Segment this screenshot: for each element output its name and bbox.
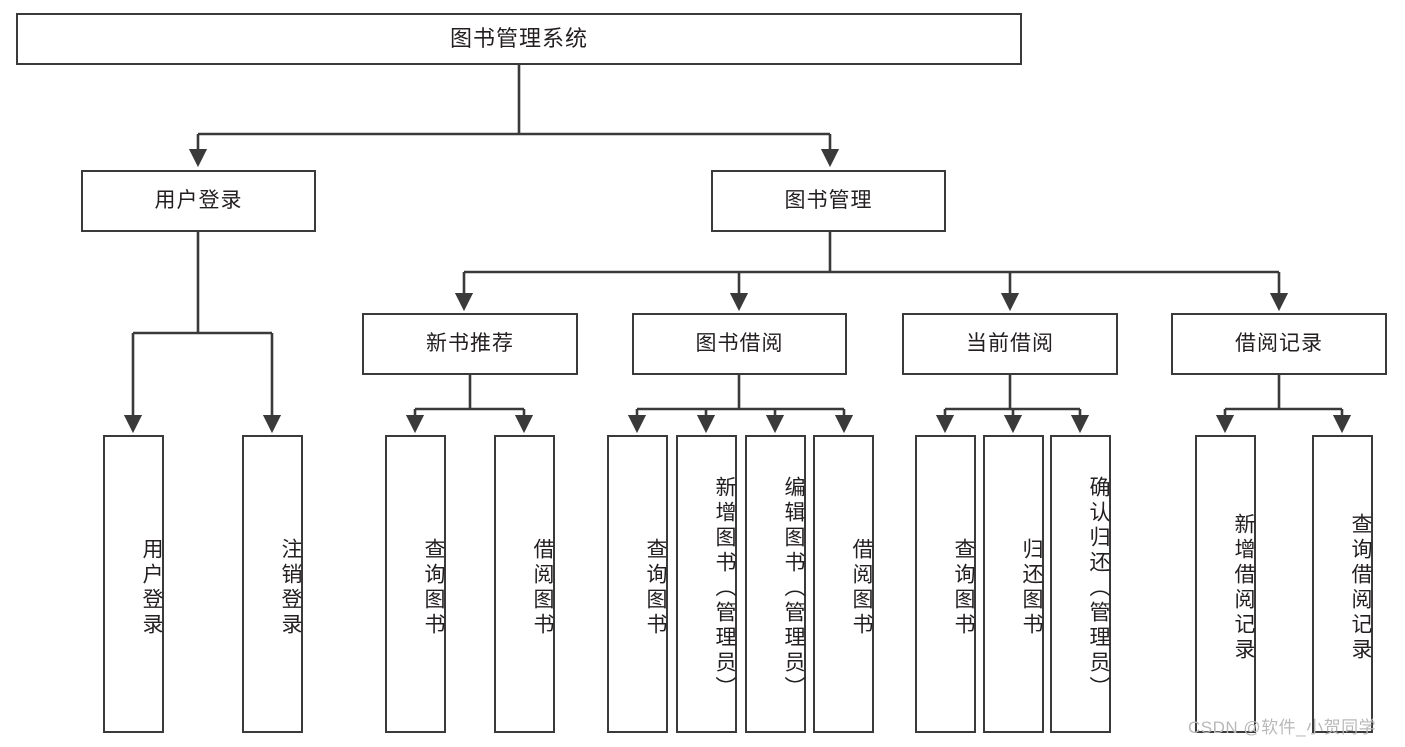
leaf-user-login[interactable]: 用户登录	[103, 435, 164, 733]
leaf-current-query-book[interactable]: 查询图书	[915, 435, 976, 733]
node-label: 用户登录	[154, 189, 243, 213]
csdn-watermark: CSDN @软件_小贺同学	[1188, 718, 1377, 737]
node-label: 借阅图书	[531, 538, 554, 638]
leaf-recommend-borrow-book[interactable]: 借阅图书	[494, 435, 555, 733]
node-label: 查询借阅记录	[1349, 513, 1372, 663]
leaf-borrow-add-book-admin[interactable]: 新增图书（管理员）	[676, 435, 737, 733]
leaf-logout[interactable]: 注销登录	[242, 435, 303, 733]
node-label: 编辑图书（管理员）	[782, 475, 805, 701]
node-label: 当前借阅	[966, 332, 1054, 356]
node-label: 新增借阅记录	[1232, 513, 1255, 663]
leaf-borrow-query-book[interactable]: 查询图书	[607, 435, 668, 733]
node-book-management[interactable]: 图书管理	[711, 170, 946, 232]
node-user-login[interactable]: 用户登录	[81, 170, 316, 232]
leaf-current-return-book[interactable]: 归还图书	[983, 435, 1044, 733]
node-label: 归还图书	[1020, 538, 1043, 638]
node-new-book-recommend[interactable]: 新书推荐	[362, 313, 578, 375]
leaf-record-search[interactable]: 查询借阅记录	[1312, 435, 1373, 733]
node-label: 注销登录	[279, 538, 302, 638]
node-label: 新书推荐	[426, 332, 514, 356]
node-label: 查询图书	[644, 538, 667, 638]
leaf-recommend-query-book[interactable]: 查询图书	[385, 435, 446, 733]
node-label: 用户登录	[140, 538, 163, 638]
node-current-borrow[interactable]: 当前借阅	[902, 313, 1118, 375]
leaf-record-add[interactable]: 新增借阅记录	[1195, 435, 1256, 733]
node-label: 确认归还（管理员）	[1087, 475, 1110, 701]
node-label: 查询图书	[422, 538, 445, 638]
node-label: 图书借阅	[695, 332, 784, 356]
node-label: 图书管理	[784, 189, 873, 213]
leaf-current-confirm-return-admin[interactable]: 确认归还（管理员）	[1050, 435, 1111, 733]
node-label: 新增图书（管理员）	[713, 475, 736, 701]
node-label: 图书管理系统	[449, 25, 588, 51]
node-book-borrow[interactable]: 图书借阅	[632, 313, 847, 375]
node-label: 借阅记录	[1235, 332, 1323, 356]
leaf-borrow-edit-book-admin[interactable]: 编辑图书（管理员）	[745, 435, 806, 733]
node-root-system[interactable]: 图书管理系统	[16, 13, 1022, 65]
node-label: 借阅图书	[850, 538, 873, 638]
node-borrow-record[interactable]: 借阅记录	[1171, 313, 1387, 375]
node-label: 查询图书	[952, 538, 975, 638]
leaf-borrow-lend-book[interactable]: 借阅图书	[813, 435, 874, 733]
